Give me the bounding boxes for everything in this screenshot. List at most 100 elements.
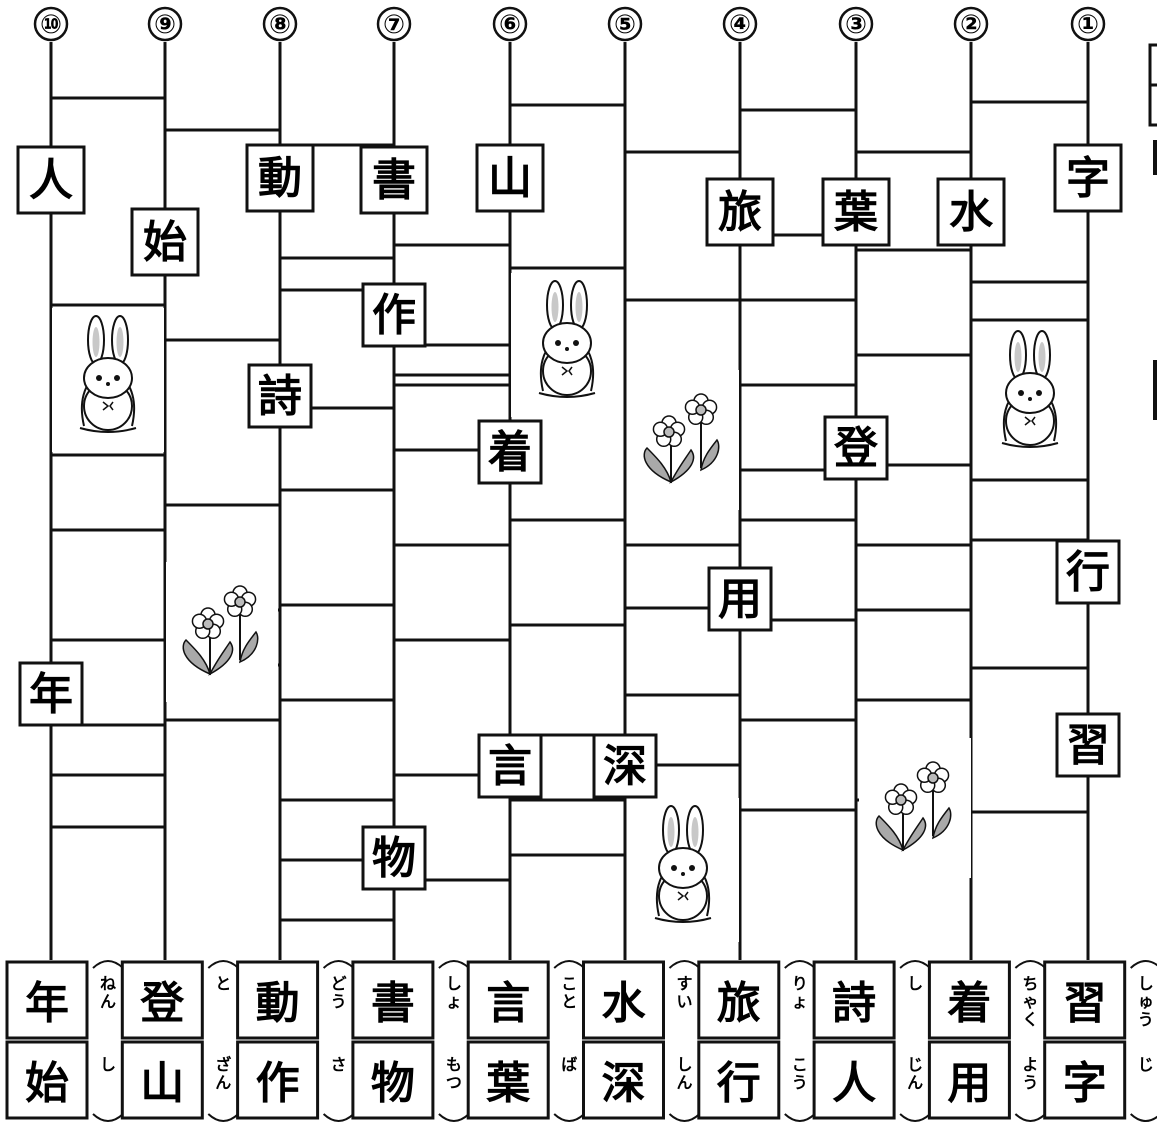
answer-reading-top: しょ xyxy=(446,974,462,1011)
answer-reading-bottom: し xyxy=(100,1055,116,1074)
answer-reading-top: りょ xyxy=(792,974,808,1011)
ladder-kanji-tile: 言 xyxy=(477,733,543,799)
answer-reading-bottom: じ xyxy=(1138,1055,1154,1074)
ladder-kanji-tile: 詩 xyxy=(247,363,313,429)
column-number: ⑦ xyxy=(383,10,405,40)
top-kanji-tile: 旅 xyxy=(705,177,775,247)
answer-reading-top: すい xyxy=(676,974,692,1011)
kanji-tile-char: 習 xyxy=(1066,720,1110,771)
top-kanji-tile: 葉 xyxy=(821,177,891,247)
column-number-circle xyxy=(492,6,528,42)
answer-kanji-top: 着 xyxy=(947,978,991,1029)
answer-kanji-top: 詩 xyxy=(832,978,876,1029)
rabbit-icon xyxy=(974,323,1086,467)
kanji-tile-char: 着 xyxy=(488,427,532,478)
answer-reading-bottom: しん xyxy=(676,1055,692,1092)
kanji-tile-char: 詩 xyxy=(258,371,302,422)
answer-reading-bottom: じん xyxy=(907,1055,923,1092)
column-number: ⑥ xyxy=(499,10,521,40)
answer-reading-bottom: ば xyxy=(561,1055,577,1074)
top-kanji-tile: 始 xyxy=(130,207,200,277)
answer-kanji-top: 書 xyxy=(371,978,415,1029)
decorations xyxy=(52,273,1086,942)
answer-kanji-bottom: 作 xyxy=(256,1058,300,1109)
answer-kanji-bottom: 字 xyxy=(1063,1058,1107,1109)
kanji-tile-char: 動 xyxy=(258,153,302,204)
column-number: ④ xyxy=(729,10,751,40)
column-number: ⑤ xyxy=(614,10,636,40)
flower-icon xyxy=(166,562,278,702)
answer-kanji-top: 習 xyxy=(1063,978,1107,1029)
answer-row: 年始ねんし登山とざん動作どうさ書物しょもつ言葉ことば水深すいしん旅行りょこう詩人… xyxy=(5,960,1157,1122)
answer-reading-bottom: こう xyxy=(792,1055,808,1092)
column-number-circle xyxy=(722,6,758,42)
kanji-tile-char: 用 xyxy=(718,574,762,625)
answer-reading-bottom: さ xyxy=(331,1055,347,1074)
top-kanji-tile: 人 xyxy=(16,145,86,215)
rabbit-icon xyxy=(627,798,739,942)
top-kanji-tile: 水 xyxy=(936,177,1006,247)
kanji-tile-char: 山 xyxy=(488,153,532,204)
kanji-tiles: 人始動書山旅葉水字作詩着登行用年習言深物 xyxy=(16,143,1123,891)
answer-cell: 詩人 しじん xyxy=(812,960,931,1122)
kanji-tile-char: 字 xyxy=(1066,153,1110,204)
ladder-kanji-tile: 物 xyxy=(361,825,427,891)
kanji-tile-char: 旅 xyxy=(718,187,762,238)
answer-kanji-top: 登 xyxy=(139,978,185,1029)
ladder-kanji-tile: 習 xyxy=(1055,712,1121,778)
kanji-tile-char: 行 xyxy=(1066,547,1110,598)
column-number-circle xyxy=(953,6,989,42)
answer-reading-top: ちゃく xyxy=(1022,974,1038,1029)
flower-icon xyxy=(859,738,971,878)
top-kanji-tile: 山 xyxy=(475,143,545,213)
answer-kanji-top: 水 xyxy=(602,978,647,1029)
rabbit-icon xyxy=(52,308,164,452)
answer-reading-top: と xyxy=(215,974,231,993)
column-number-circle xyxy=(607,6,643,42)
kanji-tile-char: 始 xyxy=(143,217,187,268)
answer-reading-top: しゅう xyxy=(1138,974,1154,1029)
answer-reading-bottom: ざん xyxy=(215,1055,231,1092)
answer-kanji-top: 言 xyxy=(486,978,530,1029)
kanji-tile-char: 登 xyxy=(833,423,879,474)
column-number-circle xyxy=(838,6,874,42)
answer-reading-bottom: よう xyxy=(1022,1055,1038,1092)
ladder-kanji-tile: 登 xyxy=(823,415,889,481)
kanji-tile-char: 書 xyxy=(372,155,416,206)
side-panel-fragment xyxy=(1148,43,1157,420)
answer-kanji-bottom: 人 xyxy=(832,1058,876,1109)
column-number: ② xyxy=(960,10,982,40)
ladder-kanji-tile: 行 xyxy=(1055,539,1121,605)
column-number-circle xyxy=(262,6,298,42)
top-kanji-tile: 書 xyxy=(359,145,429,215)
kanji-tile-char: 言 xyxy=(488,741,532,792)
answer-kanji-bottom: 始 xyxy=(25,1058,69,1109)
kanji-tile-char: 物 xyxy=(372,833,416,884)
ladder-kanji-tile: 年 xyxy=(18,661,84,727)
column-number-circle xyxy=(33,6,69,42)
kanji-tile-char: 葉 xyxy=(833,187,879,238)
column-number: ① xyxy=(1077,10,1099,40)
answer-kanji-bottom: 葉 xyxy=(485,1058,531,1109)
column-number: ⑧ xyxy=(269,10,291,40)
column-number-circle xyxy=(1070,6,1106,42)
answer-reading-top: し xyxy=(907,974,923,993)
kanji-tile-char: 人 xyxy=(29,155,73,206)
flower-icon xyxy=(627,370,739,510)
rabbit-icon xyxy=(511,273,623,417)
answer-kanji-top: 旅 xyxy=(717,978,761,1029)
column-number: ⑨ xyxy=(154,10,176,40)
answer-kanji-bottom: 深 xyxy=(602,1058,646,1109)
answer-reading-bottom: もつ xyxy=(446,1055,462,1092)
top-kanji-tile: 動 xyxy=(245,143,315,213)
